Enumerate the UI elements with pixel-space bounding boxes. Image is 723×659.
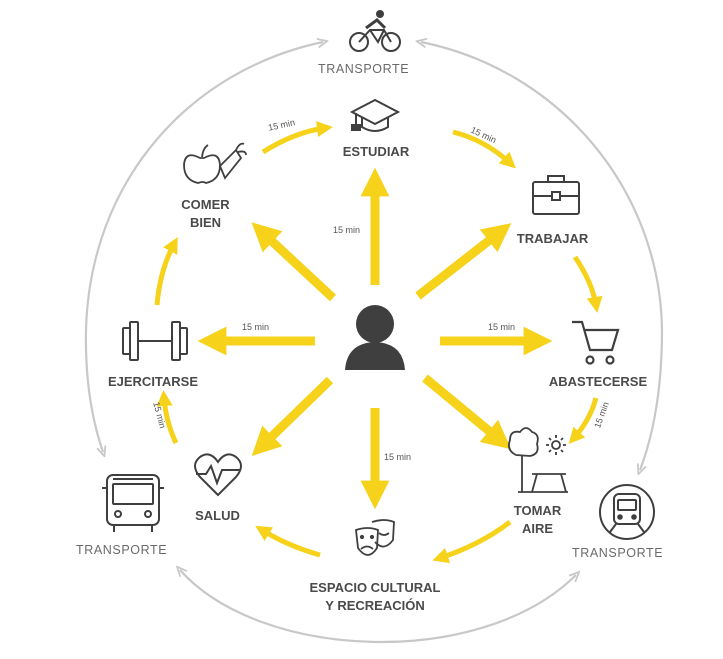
ring-arc-bottom [180,570,576,643]
heart-pulse-icon [194,453,242,497]
arrow-abastecerse-to-tomar [568,397,599,444]
label-comer-bien-line1: COMER [181,197,230,212]
circular-arrows [154,121,603,564]
time-label-ejercitarse: 15 min [242,322,270,332]
time-label-abastecerse: 15 min [488,322,516,332]
label-espacio-cultural-line1: ESPACIO CULTURAL [309,580,441,595]
label-abastecerse: ABASTECERSE [548,374,648,389]
person-icon [345,305,405,370]
arrow-to-tomar-aire [422,374,512,450]
graduation-cap-icon [349,98,401,132]
fruit-icon [183,142,247,184]
arrow-to-salud [251,376,334,457]
label-tomar-aire-line2: AIRE [521,521,554,536]
arrow-espacio-to-salud [255,525,321,558]
time-label-espacio: 15 min [384,452,412,462]
bicycle-icon [349,10,401,52]
label-ejercitarse: EJERCITARSE [107,374,199,389]
theater-masks-icon [355,519,395,556]
shopping-cart-icon [572,320,620,365]
label-transporte-left: TRANSPORTE [76,543,168,557]
arrow-to-trabajar [415,223,512,300]
train-icon [599,484,655,540]
label-comer-bien: COMER BIEN [168,196,243,232]
arrow-trabajar-to-abastecerse [572,255,603,313]
label-espacio-cultural-line2: Y RECREACIÓN [325,598,425,613]
dumbbell-icon [122,321,188,361]
label-comer-bien-line2: BIEN [189,215,222,230]
outer-ring [84,42,664,643]
ring-arc-top-left [84,42,323,452]
arrow-to-comer-bien [251,222,337,302]
ring-arc-top-right [421,42,664,470]
label-salud: SALUD [195,508,240,523]
time-label-estudiar: 15 min [333,225,361,235]
label-transporte-right: TRANSPORTE [572,546,664,560]
label-espacio-cultural: ESPACIO CULTURAL Y RECREACIÓN [280,579,470,615]
bus-icon [102,474,164,532]
arrow-comer-to-estudiar [261,121,333,155]
label-estudiar: ESTUDIAR [342,144,410,159]
arrow-estudiar-to-trabajar [452,129,516,169]
label-tomar-aire-line1: TOMAR [513,503,562,518]
arrow-salud-to-ejercitarse [156,390,179,445]
label-transporte-top: TRANSPORTE [318,62,410,76]
label-trabajar: TRABAJAR [516,231,589,246]
park-icon [507,427,568,493]
arrow-ejercitarse-to-comer [154,236,178,306]
label-tomar-aire: TOMAR AIRE [500,502,575,538]
arrow-tomar-to-espacio [432,520,512,564]
radial-arrows [197,167,553,510]
briefcase-icon [532,175,580,215]
